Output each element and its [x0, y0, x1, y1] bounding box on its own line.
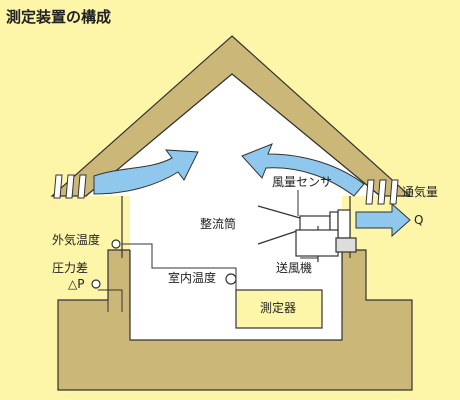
indoor-temp-label: 室内温度	[168, 271, 217, 285]
house-interior	[86, 74, 380, 250]
ventilation-arrow	[355, 202, 411, 238]
wiring	[98, 243, 237, 312]
pressure-diff-label: 圧力差	[52, 261, 89, 275]
duct-assembly	[257, 205, 357, 262]
inflow-arrow	[93, 149, 199, 195]
airflow-sensor-label: 風量センサ	[272, 175, 333, 189]
inlet-vent	[53, 174, 87, 199]
q-label: Q	[414, 213, 424, 227]
outlet-vent	[365, 179, 399, 205]
outdoor-temp-label: 外気温度	[52, 233, 101, 247]
duct-label: 整流筒	[200, 217, 237, 231]
fan-label: 送風機	[276, 261, 313, 275]
outdoor-temp-sensor	[111, 239, 121, 249]
instrument-box	[235, 289, 323, 329]
instrument-label: 測定器	[260, 301, 297, 315]
outflow-arrow	[241, 143, 365, 197]
ventilation-label: 通気量	[402, 185, 439, 199]
figure-title: 測定装置の構成	[6, 8, 112, 26]
delta-p-label: △P	[68, 277, 85, 291]
pressure-sensor	[91, 279, 101, 289]
indoor-temp-sensor	[225, 273, 237, 285]
